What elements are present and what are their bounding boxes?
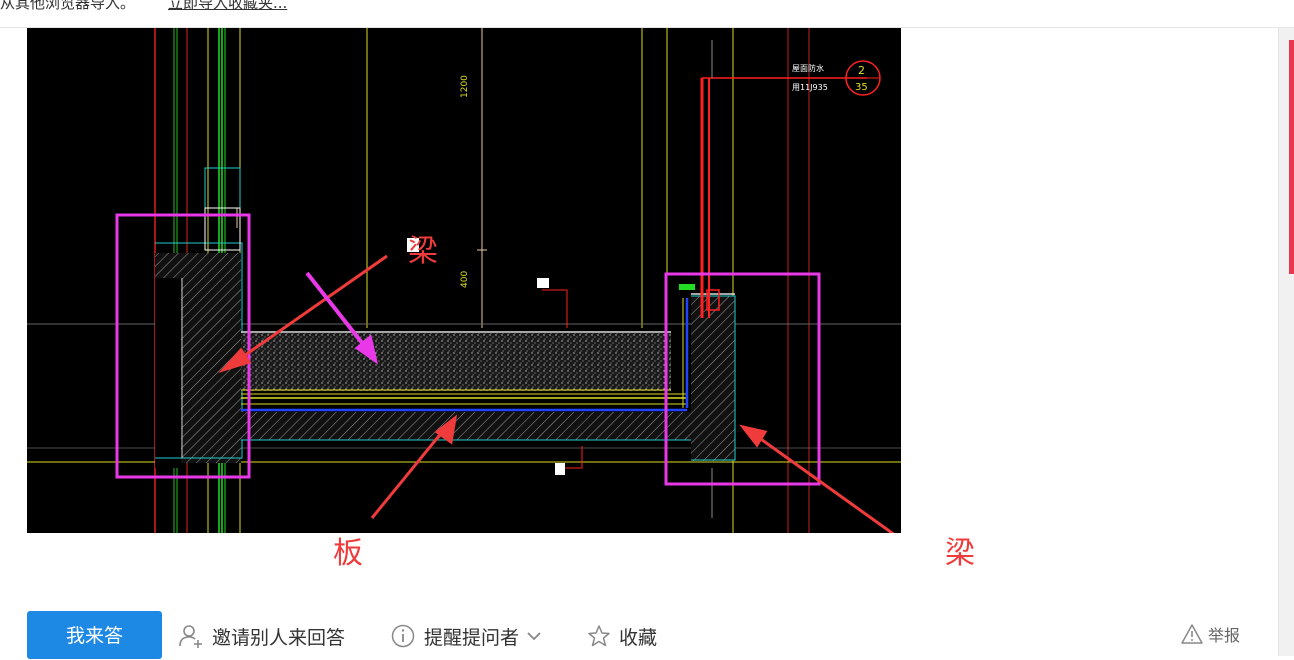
- beam-label-top: 梁: [408, 234, 438, 269]
- beam-label-right: 梁: [945, 536, 975, 571]
- warning-icon: [1181, 624, 1203, 644]
- remind-label: 提醒提问者: [424, 626, 520, 649]
- svg-text:1200: 1200: [460, 75, 470, 98]
- chevron-down-icon[interactable]: [525, 627, 543, 645]
- favorite-action[interactable]: 收藏: [587, 620, 657, 652]
- answer-button[interactable]: 我来答: [27, 611, 162, 659]
- svg-text:400: 400: [460, 271, 470, 288]
- info-icon: [391, 624, 415, 648]
- invite-answer-action[interactable]: 邀请别人来回答: [178, 620, 345, 652]
- cad-detail-sheet: 35: [855, 82, 868, 93]
- cad-detail-number: 2: [858, 64, 865, 77]
- star-icon: [588, 625, 610, 647]
- user-plus-icon: [179, 625, 202, 648]
- scrollbar-thumb[interactable]: [1289, 40, 1294, 274]
- cad-label-standard: 用11J935: [792, 83, 828, 92]
- report-label: 举报: [1208, 626, 1241, 645]
- cad-label-waterproof: 屋面防水: [792, 63, 824, 73]
- slab-label: 板: [333, 536, 363, 571]
- import-bar-text: 从其他浏览器导入。: [0, 0, 136, 12]
- cad-drawing-image: 1200 400: [27, 28, 901, 533]
- remind-asker-action[interactable]: 提醒提问者: [390, 620, 543, 652]
- import-bookmarks-link[interactable]: 立即导入收藏夹...: [168, 0, 288, 12]
- import-bookmarks-bar: 从其他浏览器导入。 立即导入收藏夹...: [0, 0, 1294, 28]
- invite-label: 邀请别人来回答: [212, 626, 346, 649]
- favorite-label: 收藏: [619, 626, 658, 649]
- report-action[interactable]: 举报: [1180, 620, 1240, 648]
